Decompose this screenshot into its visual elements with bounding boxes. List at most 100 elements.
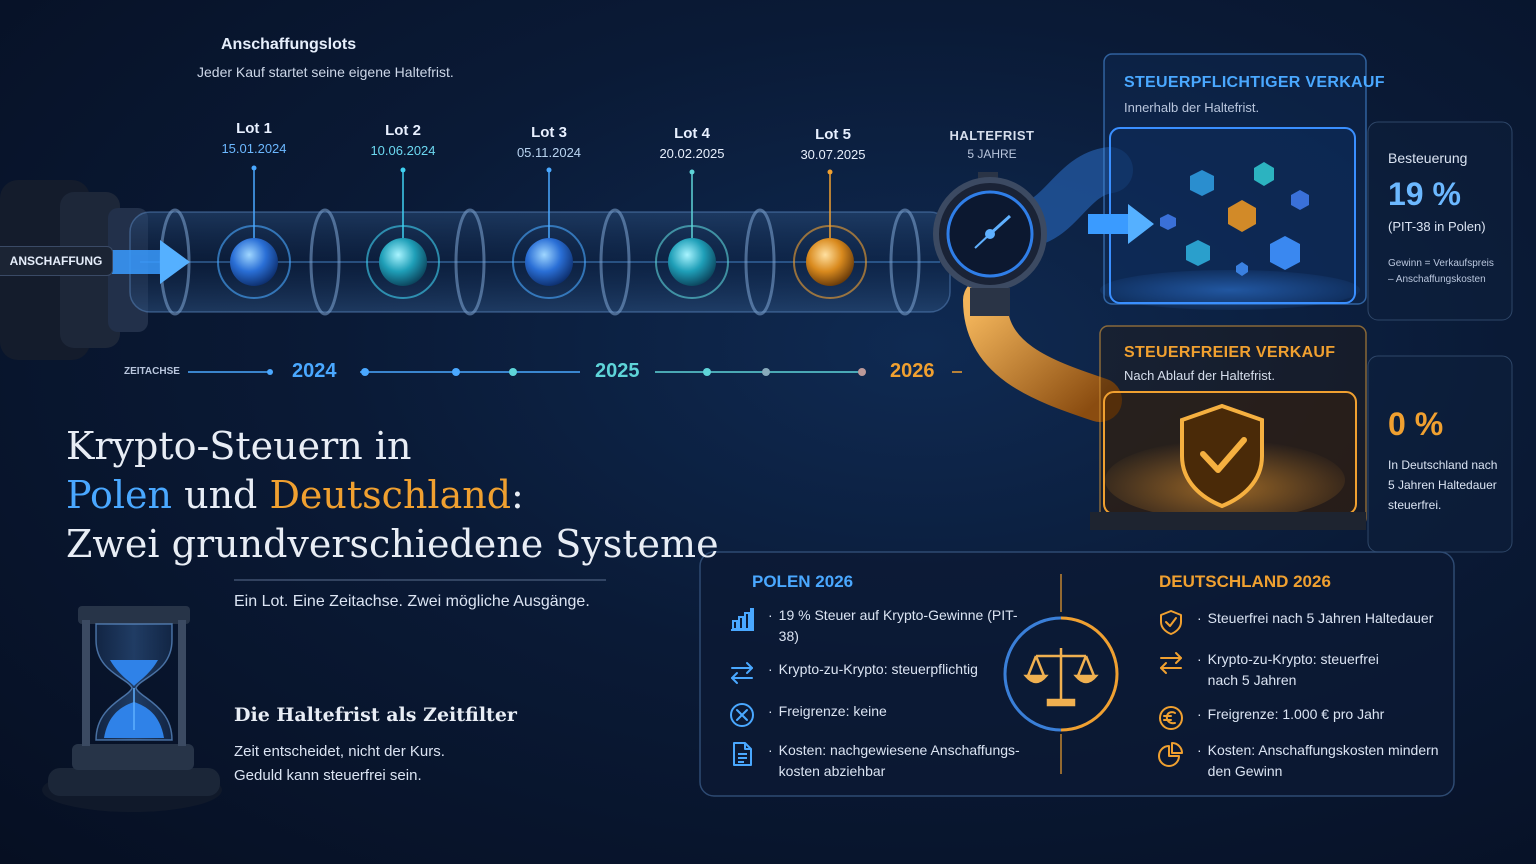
bullet: ·: [768, 742, 773, 758]
list-item-text: 19 % Steuer auf Krypto-Gewinne (PIT-38): [778, 607, 1018, 644]
title-and: und: [172, 473, 270, 517]
pie-chart-icon: [1158, 742, 1183, 767]
note-line: steuerfrei.: [1388, 498, 1442, 512]
list-item: · Kosten: nachgewiesene Anschaffungs-kos…: [728, 740, 1029, 782]
list-item-text: Kosten: nachgewiesene Anschaffungs-koste…: [778, 742, 1020, 779]
lot-date: 30.07.2025: [800, 147, 866, 162]
taxable-side: Besteuerung 19 % (PIT-38 in Polen) Gewin…: [1388, 150, 1508, 288]
lot-label: Lot 5 30.07.2025: [773, 126, 893, 162]
list-item: · Krypto-zu-Krypto: steuerfrei nach 5 Ja…: [1157, 649, 1398, 691]
list-item-text: Krypto-zu-Krypto: steuerfrei nach 5 Jahr…: [1207, 651, 1379, 688]
title-colon: :: [511, 473, 524, 517]
entry-arrow: [112, 240, 190, 284]
lot-name: Lot 1: [236, 120, 272, 137]
lot-label: Lot 1 15.01.2024: [194, 120, 314, 156]
taxable-side-label: Besteuerung: [1388, 150, 1468, 166]
filter-line: Zeit entscheidet, nicht der Kurs.: [234, 743, 445, 760]
list-item-text: Freigrenze: 1.000 € pro Jahr: [1207, 706, 1385, 722]
list-item: · 19 % Steuer auf Krypto-Gewinne (PIT-38…: [728, 605, 1029, 647]
timeline-year: 2024: [292, 360, 337, 382]
list-item: · Freigrenze: keine: [728, 701, 1029, 729]
taxable-title: STEUERPFLICHTIGER VERKAUF: [1124, 74, 1385, 91]
bullet: ·: [1197, 651, 1202, 667]
document-icon: [733, 742, 752, 766]
swap-icon: [731, 662, 753, 684]
lots-header: Anschaffungslots: [221, 36, 356, 54]
taxable-box: [1088, 53, 1367, 310]
list-item: · Steuerfrei nach 5 Jahren Haltedauer: [1157, 608, 1458, 636]
timeline-label: ZEITACHSE: [124, 366, 180, 377]
lot-date: 15.01.2024: [221, 141, 287, 156]
lot-name: Lot 2: [385, 122, 421, 139]
bullet: ·: [768, 661, 773, 677]
title-line: Zwei grundverschiedene Systeme: [66, 522, 719, 566]
list-item: · Freigrenze: 1.000 € pro Jahr: [1157, 704, 1458, 732]
list-item: · Kosten: Anschaffungskosten mindern den…: [1157, 740, 1448, 782]
taxfree-box: [1090, 325, 1367, 530]
germany-heading: DEUTSCHLAND 2026: [1159, 572, 1331, 591]
lot-connectors: [251, 165, 833, 238]
list-item-text: Krypto-zu-Krypto: steuerpflichtig: [778, 661, 978, 677]
filter-line: Geduld kann steuerfrei sein.: [234, 767, 422, 784]
haltefrist-duration: 5 JAHRE: [967, 147, 1017, 161]
swap-icon: [1160, 652, 1182, 674]
lot-orbs: [217, 225, 867, 299]
tagline: Ein Lot. Eine Zeitachse. Zwei mögliche A…: [234, 593, 590, 610]
timeline-year: 2026: [890, 360, 935, 382]
title-line: Krypto-Steuern in: [66, 424, 412, 468]
timeline-year: 2025: [595, 360, 640, 382]
lot-date: 05.11.2024: [516, 145, 582, 160]
list-item-text: Steuerfrei nach 5 Jahren Haltedauer: [1207, 610, 1434, 626]
lot-name: Lot 3: [531, 124, 567, 141]
euro-icon: [1159, 706, 1183, 730]
lots-subtitle: Jeder Kauf startet seine eigene Haltefri…: [197, 64, 454, 80]
list-item-text: Freigrenze: keine: [778, 703, 887, 719]
hourglass-illustration: [42, 606, 222, 812]
scale-icon: [1023, 648, 1099, 707]
x-circle-icon: [730, 703, 754, 727]
bullet: ·: [1197, 610, 1202, 626]
taxfree-side: 0 % In Deutschland nach 5 Jahren Halteda…: [1388, 406, 1508, 515]
title-line: Polen und Deutschland:: [66, 471, 719, 520]
lot-label: Lot 2 10.06.2024: [343, 122, 463, 158]
bullet: ·: [1197, 742, 1202, 758]
title-poland: Polen: [66, 473, 173, 517]
lot-name: Lot 4: [674, 125, 710, 142]
bullet: ·: [768, 607, 773, 623]
taxable-side-panel: [1367, 121, 1513, 321]
filter-text: Zeit entscheidet, nicht der Kurs. Geduld…: [234, 740, 517, 788]
crypto-crystals: [1160, 162, 1309, 276]
haltefrist-label: HALTEFRIST 5 JAHRE: [940, 128, 1044, 161]
bullet: ·: [1197, 706, 1202, 722]
note-line: 5 Jahren Haltedauer: [1388, 478, 1497, 492]
taxfree-rate: 0 %: [1388, 406, 1444, 442]
taxable-subtitle: Innerhalb der Haltefrist.: [1124, 100, 1260, 115]
lot-label: Lot 3 05.11.2024: [489, 124, 609, 160]
taxable-rate-note: (PIT-38 in Polen): [1388, 219, 1486, 234]
page-title: Krypto-Steuern in Polen und Deutschland:…: [66, 422, 719, 569]
entry-label: ANSCHAFFUNG: [0, 246, 113, 276]
bar-chart-icon: [731, 608, 754, 631]
timeline-axis: [188, 368, 962, 376]
orange-pipe: [963, 278, 1122, 422]
lot-date: 20.02.2025: [659, 146, 725, 161]
haltefrist-title: HALTEFRIST: [949, 128, 1035, 143]
formula-line: Gewinn = Verkaufspreis: [1388, 258, 1494, 269]
filter-title: Die Haltefrist als Zeitfilter: [234, 704, 517, 726]
taxfree-title: STEUERFREIER VERKAUF: [1124, 344, 1336, 361]
note-line: In Deutschland nach: [1388, 458, 1498, 472]
list-item-text: Kosten: Anschaffungskosten mindern den G…: [1207, 742, 1439, 779]
haltefrist-valve: [933, 172, 1047, 316]
taxable-rate: 19 %: [1388, 176, 1461, 212]
taxable-formula: Gewinn = Verkaufspreis – Anschaffungskos…: [1388, 256, 1508, 288]
lot-label: Lot 4 20.02.2025: [632, 125, 752, 161]
bullet: ·: [768, 703, 773, 719]
poland-heading: POLEN 2026: [752, 572, 854, 591]
comparison-panel-frame: [699, 551, 1455, 797]
taxable-header: STEUERPFLICHTIGER VERKAUF Innerhalb der …: [1124, 74, 1385, 115]
formula-line: – Anschaffungskosten: [1388, 274, 1486, 285]
lot-name: Lot 5: [815, 126, 851, 143]
filter-block: Die Haltefrist als Zeitfilter Zeit entsc…: [234, 704, 517, 788]
lots-title: Anschaffungslots: [221, 36, 357, 53]
